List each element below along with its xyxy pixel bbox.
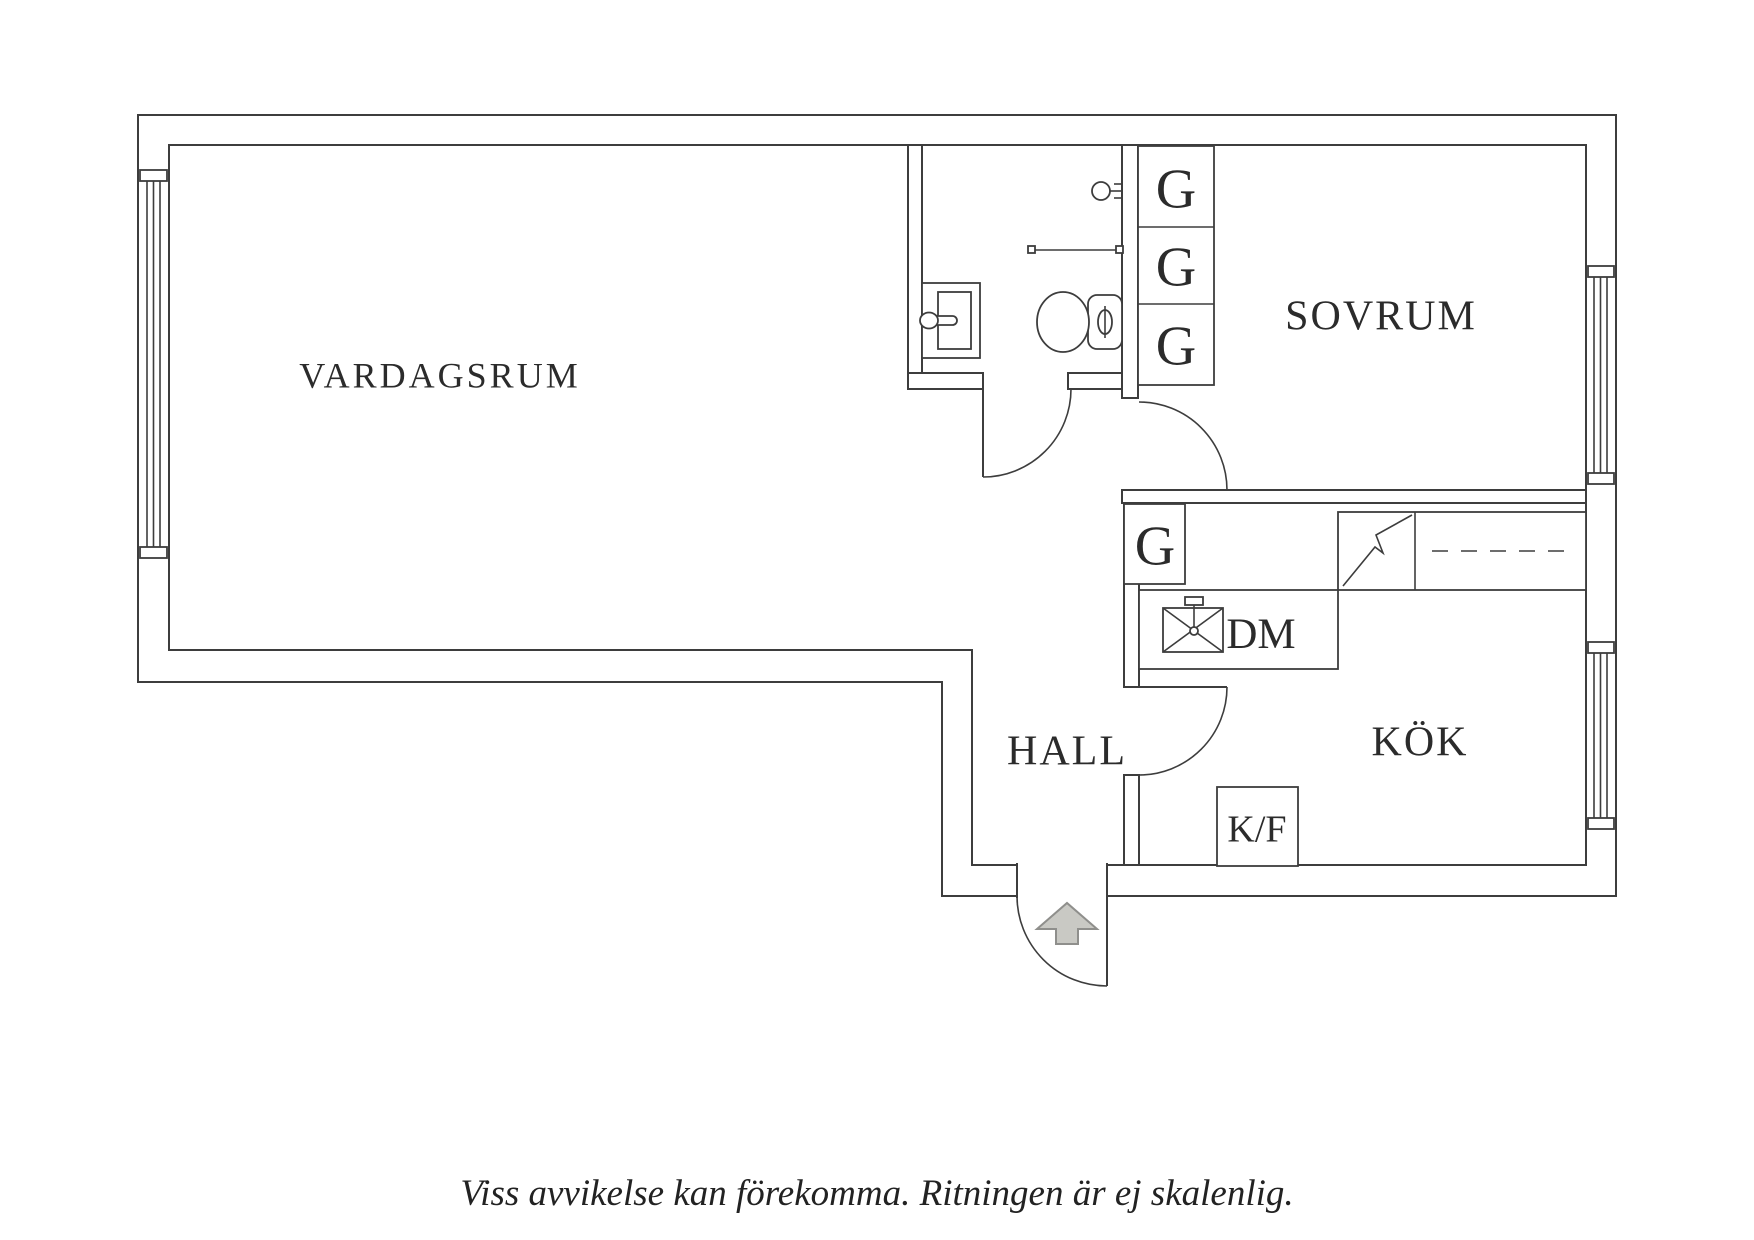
- entry-door-arc: [1016, 895, 1108, 987]
- window-cap: [139, 169, 168, 182]
- shower-head-icon: [1091, 181, 1121, 201]
- entry-arrow-icon: [1034, 901, 1100, 945]
- wardrobe-box: [1123, 503, 1186, 585]
- wall-bathroom-south-right: [1067, 372, 1123, 390]
- window-cap: [1587, 472, 1615, 485]
- fridge-freezer-box: [1216, 786, 1299, 867]
- wardrobe-label: G: [1156, 316, 1196, 378]
- kitchen-counter-sink: DM: [1138, 589, 1339, 670]
- outer-wall-face: [137, 114, 1617, 897]
- bedroom-door: [1138, 401, 1228, 491]
- dishwasher-label: DM: [1226, 611, 1295, 658]
- wall-bathroom-south-left: [907, 372, 984, 390]
- window-living-room: [139, 169, 168, 559]
- window-kitchen: [1587, 641, 1615, 830]
- window-cap: [1587, 641, 1615, 654]
- wall-hall-kitchen-lower: [1123, 774, 1140, 866]
- bedroom-label: SOVRUM: [1285, 294, 1477, 340]
- entry-opening: [1018, 860, 1106, 900]
- fridge-freezer-label: K/F: [1227, 808, 1286, 850]
- inner-wall-face: [168, 144, 1587, 866]
- bathroom-sink-icon: [919, 282, 981, 359]
- wall-bathroom-east: [1121, 144, 1139, 399]
- kitchen-door-arc: [1138, 686, 1228, 776]
- wardrobe-label: G: [1156, 237, 1196, 299]
- disclaimer-text: Viss avvikelse kan förekomma. Ritningen …: [460, 1173, 1293, 1214]
- kitchen-door: [1138, 686, 1228, 776]
- wardrobe-box: [1137, 145, 1215, 386]
- entry-door: [1016, 860, 1108, 987]
- faucet-icon: [1184, 596, 1204, 606]
- toilet-icon: [1036, 291, 1123, 353]
- kitchen-label: KÖK: [1372, 720, 1469, 766]
- wardrobe-kitchen: G: [1123, 503, 1186, 585]
- wardrobe-stack: G G G: [1137, 145, 1215, 386]
- bedroom-door-arc: [1138, 401, 1228, 491]
- window-bedroom: [1587, 265, 1615, 485]
- kitchen-counter-stove: [1337, 511, 1587, 591]
- wall-bathroom-west: [907, 144, 923, 390]
- bathroom-door-arc: [982, 388, 1072, 478]
- interior-walls: [907, 144, 1587, 866]
- wall-bedroom-kitchen-divider: [1121, 489, 1587, 504]
- window-cap: [1587, 265, 1615, 278]
- shower-rail: [1027, 245, 1124, 254]
- living-room-label: VARDAGSRUM: [299, 356, 580, 396]
- window-cap: [1587, 817, 1615, 830]
- wardrobe-label: G: [1156, 159, 1196, 221]
- exterior-walls: [137, 114, 1617, 897]
- stove-icon: [1342, 514, 1413, 587]
- bathroom-door: [982, 388, 1072, 478]
- wardrobe-label: G: [1135, 516, 1175, 578]
- window-cap: [139, 546, 168, 559]
- fridge-freezer: K/F: [1216, 786, 1299, 867]
- hall-label: HALL: [1007, 729, 1127, 775]
